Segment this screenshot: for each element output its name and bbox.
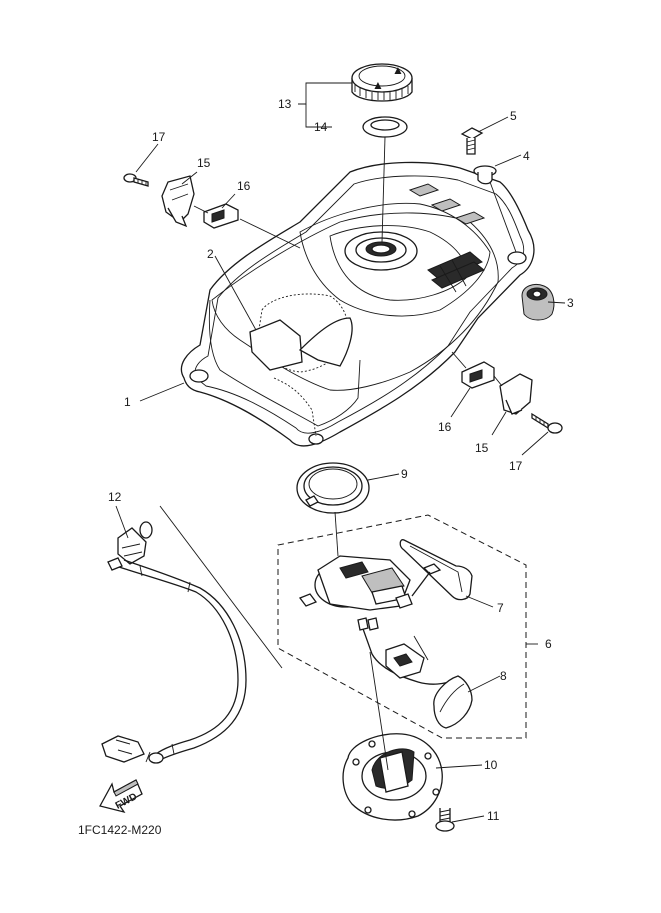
mount-hole-bottom [308,433,324,445]
callout-3: 3 [567,296,574,310]
cap-gasket [362,116,408,138]
callout-1: 1 [124,395,131,409]
screw-left [123,173,149,187]
callout-5: 5 [510,109,517,123]
ribbed-pad [427,251,485,293]
screw-right [531,412,563,434]
fuel-gauge-bracket [249,319,303,371]
mount-hole-left [189,369,209,383]
callout-2: 2 [207,247,214,261]
bolt-5 [460,127,484,155]
fuel-tank [180,161,535,447]
damper-3 [521,283,555,321]
drawing-code: 1FC1422-M220 [78,823,162,837]
mount-hole-right [507,251,527,265]
callout-11: 11 [487,809,500,823]
callout-16-left: 16 [237,179,251,193]
fuel-pump [298,511,413,611]
callout-10: 10 [484,758,498,772]
callout-17-left: 17 [152,130,166,144]
fuel-sender-wiring [357,617,457,685]
assembly-boundary [277,514,527,739]
float-8 [433,675,473,729]
callout-7: 7 [497,601,504,615]
callout-6: 6 [545,637,552,651]
callout-15-right: 15 [475,441,489,455]
callout-14: 14 [314,120,328,134]
callout-8: 8 [500,669,507,683]
bracket-right [499,373,533,415]
pump-plate [342,651,443,821]
callout-labels: 1 2 3 4 5 6 7 8 9 10 11 12 13 14 15 16 1… [108,97,574,823]
svg-text:▲: ▲ [372,78,384,92]
clamp-left [203,203,239,229]
leader-lines [115,82,566,823]
tank-seal [296,462,370,514]
fuel-hose [101,521,247,764]
callout-15-left: 15 [197,156,211,170]
clamp-right [461,361,495,389]
callout-4: 4 [523,149,530,163]
callout-9: 9 [401,467,408,481]
callout-13: 13 [278,97,292,111]
callout-16-right: 16 [438,420,452,434]
svg-text:▲: ▲ [392,63,404,77]
callout-12: 12 [108,490,122,504]
forward-arrow: FWD [99,779,143,814]
bolt-11 [435,808,455,832]
bracket-left [161,175,195,228]
fuel-filter [399,539,473,601]
fuel-cap: ▲ ▲ [351,63,413,102]
callout-17-right: 17 [509,459,523,473]
damper-4 [473,165,497,185]
